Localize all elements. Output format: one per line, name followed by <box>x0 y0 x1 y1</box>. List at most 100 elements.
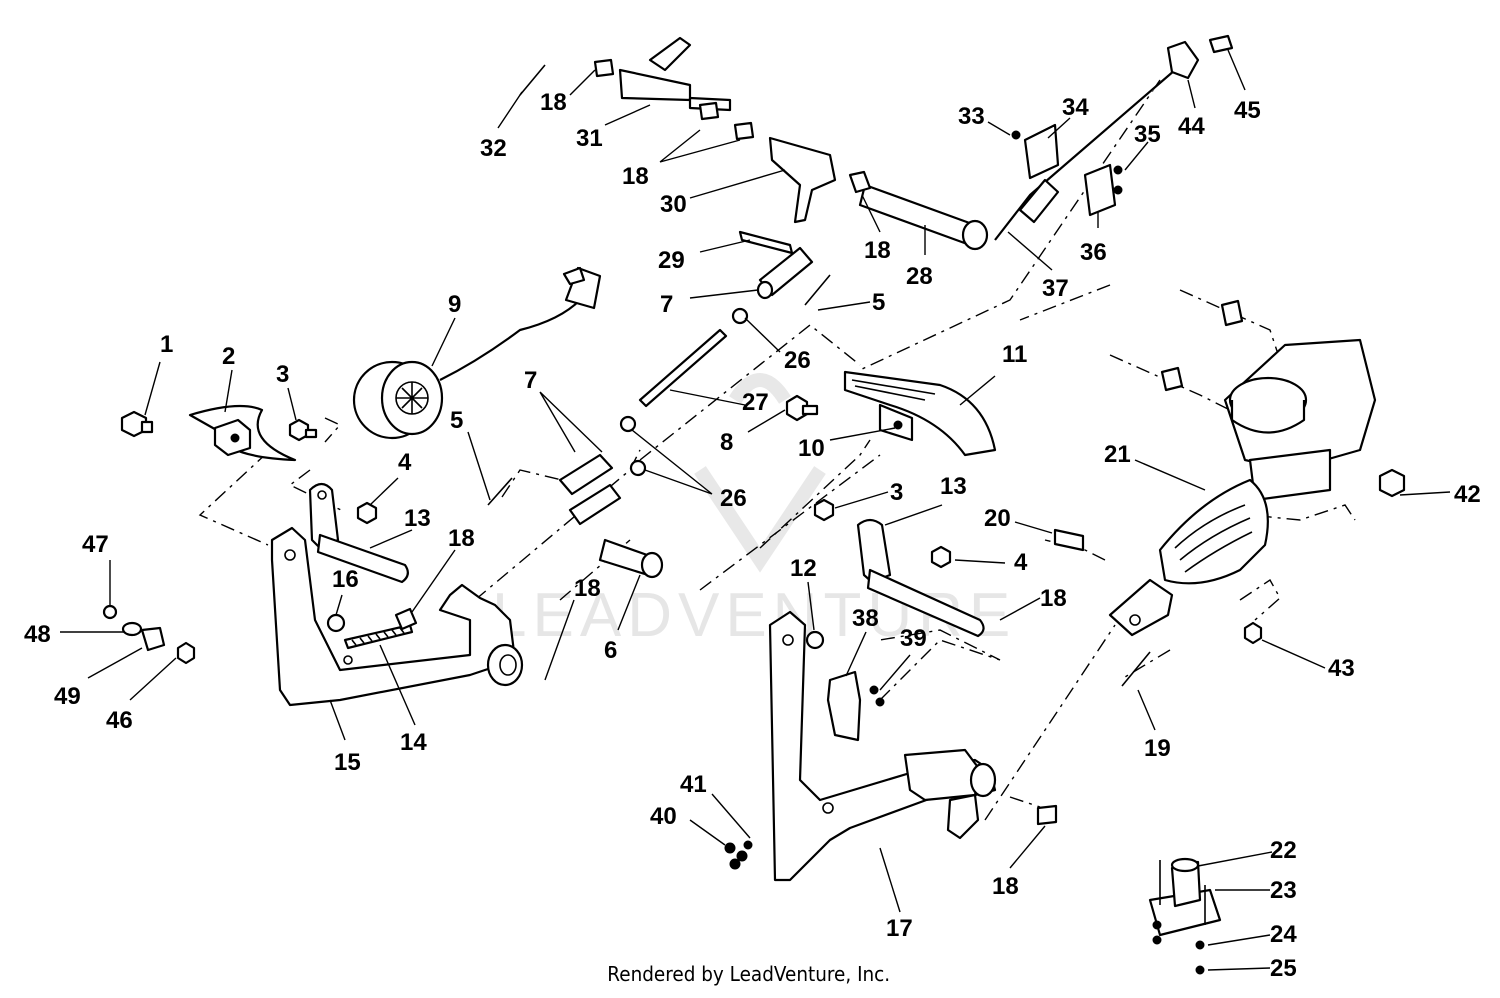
master-cylinder-21 <box>1108 299 1406 687</box>
callout-46: 46 <box>106 707 133 734</box>
callout-22: 22 <box>1270 837 1297 864</box>
callout-3: 3 <box>276 361 289 388</box>
rod-end-31 <box>618 68 692 102</box>
washer-48 <box>121 621 143 637</box>
bolt-45 <box>1208 34 1234 54</box>
pedal-arm-15 <box>270 526 517 707</box>
callout-11: 11 <box>1002 341 1027 368</box>
right-pedal-assembly <box>724 498 1085 882</box>
callout-14: 14 <box>400 729 427 756</box>
plate-36 <box>1083 163 1117 217</box>
callout-27: 27 <box>742 389 769 416</box>
callout-18: 18 <box>574 575 601 602</box>
callout-10: 10 <box>798 435 825 462</box>
footer-credit: Rendered by LeadVenture, Inc. <box>0 962 1500 986</box>
callout-38: 38 <box>852 605 879 632</box>
bolt-42 <box>1378 468 1406 498</box>
callout-18: 18 <box>622 163 649 190</box>
footer-credit-text: Rendered by LeadVenture, Inc. <box>607 962 891 986</box>
callout-7: 7 <box>660 291 673 318</box>
clevis-master <box>1108 578 1174 637</box>
callout-32: 32 <box>480 135 507 162</box>
callout-7: 7 <box>524 367 537 394</box>
bolt-47 <box>102 604 118 620</box>
callout-33: 33 <box>958 103 985 130</box>
nut-16 <box>326 613 346 633</box>
center-linkage <box>487 36 989 579</box>
watermark-logo <box>694 373 826 573</box>
callout-2: 2 <box>222 343 235 370</box>
left-pedal-assembly <box>102 404 524 707</box>
right-pedal-pad <box>785 370 997 457</box>
clip-49 <box>140 626 166 652</box>
callout-37: 37 <box>1042 275 1069 302</box>
callout-15: 15 <box>334 749 361 776</box>
rod-27 <box>638 328 728 408</box>
callout-18: 18 <box>992 873 1019 900</box>
callout-39: 39 <box>900 625 927 652</box>
callouts: 1 2 3 3 4 4 5 5 6 7 7 8 9 10 11 12 13 13… <box>24 89 1481 982</box>
nut-4-right <box>930 545 952 569</box>
callout-4: 4 <box>1014 549 1028 576</box>
callout-49: 49 <box>54 683 81 710</box>
callout-18: 18 <box>1040 585 1067 612</box>
clevis-7-left <box>558 453 614 496</box>
callout-26: 26 <box>720 485 747 512</box>
callout-17: 17 <box>886 915 913 942</box>
callout-18: 18 <box>540 89 567 116</box>
callout-13: 13 <box>940 473 967 500</box>
callout-44: 44 <box>1178 113 1205 140</box>
callout-34: 34 <box>1062 94 1089 121</box>
watermark: LEADVENTURE <box>492 581 1016 650</box>
callout-41: 41 <box>680 771 707 798</box>
switch-38 <box>826 670 862 742</box>
callout-21: 21 <box>1104 441 1131 468</box>
nut-4-left <box>356 501 378 525</box>
callout-6: 6 <box>604 637 617 664</box>
callout-40: 40 <box>650 803 677 830</box>
callout-45: 45 <box>1234 97 1261 124</box>
callout-24: 24 <box>1270 921 1297 948</box>
callout-8: 8 <box>720 429 733 456</box>
bell-crank-30 <box>768 136 837 224</box>
callout-36: 36 <box>1080 239 1107 266</box>
callout-13: 13 <box>404 505 431 532</box>
nut-43 <box>1243 621 1263 645</box>
pressure-switch-22 <box>1148 857 1222 975</box>
callout-43: 43 <box>1328 655 1355 682</box>
callout-4: 4 <box>398 449 412 476</box>
nut-12 <box>805 630 825 650</box>
bracket-34 <box>1023 123 1060 180</box>
callout-30: 30 <box>660 191 687 218</box>
callout-26: 26 <box>784 347 811 374</box>
callout-29: 29 <box>658 247 685 274</box>
callout-5: 5 <box>450 407 463 434</box>
callout-28: 28 <box>906 263 933 290</box>
callout-18: 18 <box>448 525 475 552</box>
sensor-9 <box>352 266 602 440</box>
callout-12: 12 <box>790 555 817 582</box>
callout-23: 23 <box>1270 877 1297 904</box>
callout-48: 48 <box>24 621 51 648</box>
callout-20: 20 <box>984 505 1011 532</box>
callout-42: 42 <box>1454 481 1481 508</box>
callout-47: 47 <box>82 531 109 558</box>
pedal-arm-17 <box>768 610 997 882</box>
leader-lines <box>60 49 1451 971</box>
callout-31: 31 <box>576 125 603 152</box>
cable-37 <box>994 34 1234 241</box>
callout-19: 19 <box>1144 735 1171 762</box>
callout-25: 25 <box>1270 955 1297 982</box>
callout-35: 35 <box>1134 121 1161 148</box>
callout-16: 16 <box>332 566 359 593</box>
callout-3: 3 <box>890 479 903 506</box>
nut-46 <box>176 641 196 665</box>
bushing-20 <box>1053 528 1085 552</box>
bolt-3-right <box>813 498 835 522</box>
pedal-pad-11 <box>843 370 997 457</box>
callout-9: 9 <box>448 291 461 318</box>
callout-5: 5 <box>872 289 885 316</box>
callout-18: 18 <box>864 237 891 264</box>
callout-1: 1 <box>160 331 173 358</box>
